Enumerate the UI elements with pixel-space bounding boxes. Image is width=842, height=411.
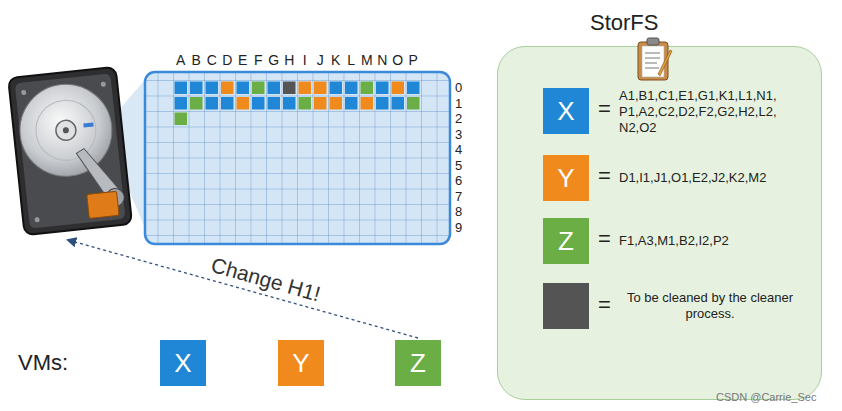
block-cell [206,97,219,110]
vm-name: X [174,348,191,379]
change-arrow [68,240,418,338]
vm-name: Z [410,348,426,379]
block-cell [283,82,296,95]
block-cell [392,82,405,95]
row-number: 2 [455,111,462,126]
column-letter: B [189,52,205,68]
row-number: 4 [455,142,462,157]
grid-lines [145,72,450,244]
vm-box: X [543,88,589,134]
vm-name: Y [557,163,574,194]
block-cell [407,82,420,95]
column-letter: I [297,52,313,68]
vm-name: X [557,96,574,127]
block-cell [376,97,389,110]
block-cell [361,97,374,110]
block-cell [392,97,405,110]
legend-swatch [543,283,589,329]
block-cell [237,82,250,95]
vm-box: Z [543,218,589,264]
arrow-label: Change H1! [209,253,323,306]
block-cell [361,82,374,95]
block-cell [175,97,188,110]
column-letter: M [359,52,375,68]
block-cell [190,97,203,110]
row-number: 5 [455,158,462,173]
block-cell [252,97,265,110]
block-cell [221,82,234,95]
vms-label: VMs: [18,350,68,376]
block-cell [268,97,281,110]
vm-box: Y [278,340,324,386]
row-number: 9 [455,220,462,235]
block-cell [221,97,234,110]
block-list: A1,B1,C1,E1,G1,K1,L1,N1, P1,A2,C2,D2,F2,… [619,88,817,136]
block-cell [407,97,420,110]
block-cell [299,97,312,110]
column-letter: A [173,52,189,68]
column-letter: J [313,52,329,68]
column-letter: G [266,52,282,68]
block-list: F1,A3,M1,B2,I2,P2 [619,233,729,248]
row-number: 3 [455,127,462,142]
vm-box: Z [395,340,441,386]
vm-name: Z [558,226,574,257]
block-cell [206,82,219,95]
block-cell [190,82,203,95]
block-cell [252,82,265,95]
column-letter: K [328,52,344,68]
block-cell [299,82,312,95]
block-cell [314,82,327,95]
block-cell [330,82,343,95]
column-letter: O [390,52,406,68]
block-list: D1,I1,J1,O1,E2,J2,K2,M2 [619,170,766,185]
hard-drive [8,67,132,235]
vm-box: X [160,340,206,386]
block-cell [175,82,188,95]
clipboard-icon [634,36,674,82]
vm-box: Y [543,155,589,201]
equals-sign: = [598,226,611,252]
equals-sign: = [598,96,611,122]
block-cell [314,97,327,110]
column-letter: N [375,52,391,68]
block-cell [283,97,296,110]
storfs-panel: StorFS X Y Z = A1,B1,C1,E1,G1,K1,L1,N1, P1,A2… [497,8,822,400]
vm-name: Y [292,348,309,379]
column-letter: E [235,52,251,68]
block-cell [175,113,188,126]
column-letter: F [251,52,267,68]
grid-frame [145,72,450,244]
row-number: 1 [455,96,462,111]
block-cell [237,97,250,110]
block-cell [345,82,358,95]
panel-title: StorFS [590,10,658,36]
equals-sign: = [598,163,611,189]
row-number: 8 [455,204,462,219]
block-cell [376,82,389,95]
row-number: 0 [455,80,462,95]
column-letter: H [282,52,298,68]
column-letter: L [344,52,360,68]
column-letter: D [220,52,236,68]
block-cell [268,82,281,95]
watermark: CSDN @Carrie_Sec [716,391,816,403]
column-letter: C [204,52,220,68]
equals-sign: = [598,292,611,318]
block-cell [345,97,358,110]
row-number: 6 [455,173,462,188]
column-letter: P [406,52,422,68]
block-cell [330,97,343,110]
grid-border [145,72,450,244]
row-number: 7 [455,189,462,204]
grid-cells [175,82,420,126]
legend-text: To be cleaned by the cleaner process. [621,290,799,322]
